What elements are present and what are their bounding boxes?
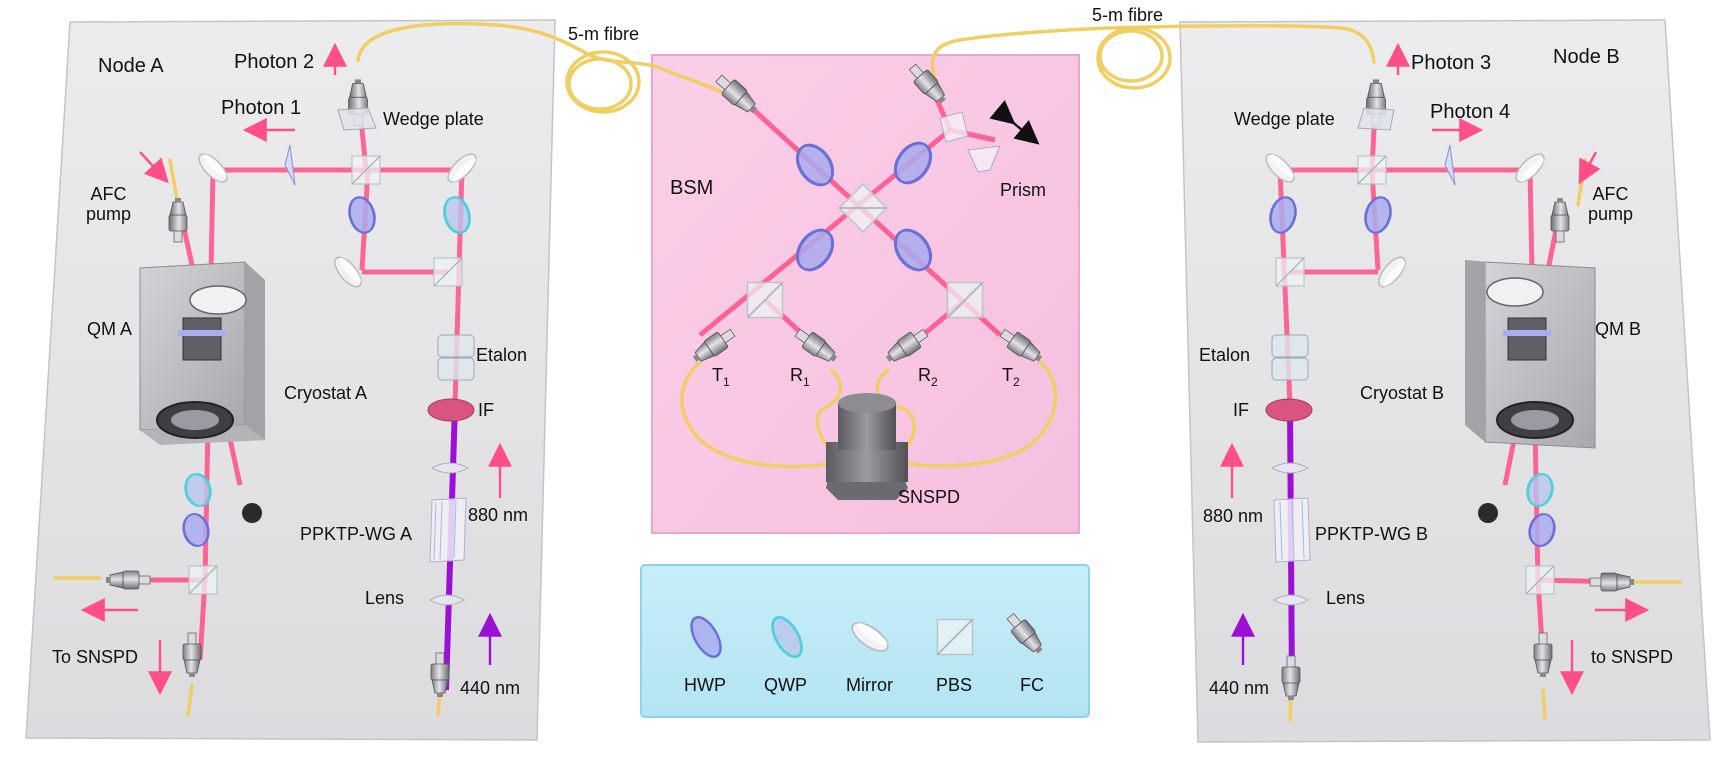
node-b-wedge-plate — [1357, 107, 1395, 131]
node-b-lens-1 — [1270, 462, 1310, 474]
node-b-if-filter — [1265, 398, 1313, 422]
bsm-title: BSM — [670, 177, 714, 199]
node-b-880nm-label: 880 nm — [1203, 506, 1264, 526]
node-a-wedge-plate — [337, 107, 377, 131]
r1-fibre — [815, 368, 843, 462]
node-a-lens-2 — [429, 594, 465, 606]
legend-label-qwp: QWP — [764, 675, 807, 695]
node-a-wedge-plate-label: Wedge plate — [383, 109, 484, 129]
snspd-cryostat — [826, 393, 908, 500]
node-a-if-filter — [427, 398, 475, 422]
node-a-qm-label: QM A — [87, 319, 133, 339]
snspd-label: SNSPD — [898, 487, 961, 507]
node-b-pbs-2 — [1275, 257, 1305, 287]
pbs-icon — [936, 618, 974, 656]
node-a-panel — [25, 19, 556, 741]
right-fibre-label: 5-m fibre — [1092, 5, 1164, 25]
node-b-wedge-plate-label: Wedge plate — [1234, 109, 1335, 129]
bsm-t1-label: T1 — [712, 365, 730, 389]
node-a-440nm-label: 440 nm — [460, 678, 521, 698]
node-b-title: Node B — [1553, 46, 1620, 68]
node-a-ppktp-label: PPKTP-WG A — [300, 524, 413, 544]
left-fibre — [356, 21, 747, 104]
node-a-wedge — [284, 144, 296, 186]
cryostat-a — [139, 261, 265, 445]
bsm-pbs-right — [946, 281, 984, 319]
node-a-to-snspd-label: To SNSPD — [52, 647, 139, 667]
node-a-pbs-1 — [351, 155, 381, 185]
cryostat-b — [1465, 260, 1596, 449]
bsm-r1-label: R1 — [790, 365, 810, 389]
qm-a-crystal — [182, 317, 222, 361]
node-b-440nm-label: 440 nm — [1209, 678, 1270, 698]
node-a-beam-dump — [242, 503, 262, 523]
node-b-photon-3-label: Photon 3 — [1411, 52, 1492, 74]
node-b-beam-dump — [1478, 503, 1498, 523]
node-a-ppktp — [429, 497, 467, 563]
node-b-pbs-3 — [1525, 565, 1555, 595]
node-a-photon-2-label: Photon 2 — [234, 51, 315, 73]
node-b-wedge — [1444, 144, 1456, 186]
r2-fibre — [875, 368, 916, 462]
bsm-prism-label: Prism — [1000, 180, 1046, 200]
bsm-t2-label: T2 — [1002, 365, 1020, 389]
legend-label-pbs: PBS — [936, 675, 973, 695]
node-b-arrows — [1220, 42, 1650, 696]
node-b-pbs-1 — [1357, 155, 1387, 185]
node-b-ppktp — [1273, 497, 1311, 563]
bsm-pbs-left — [746, 281, 784, 319]
fibres — [53, 21, 1682, 722]
legend-label-fc: FC — [1020, 675, 1044, 695]
node-a-if-label: IF — [478, 400, 494, 420]
node-b-if-label: IF — [1233, 400, 1249, 420]
node-b-afc-pump-label: AFC pump — [1588, 184, 1634, 225]
bsm-prism — [939, 111, 1001, 173]
node-b-photon-4-label: Photon 4 — [1430, 101, 1511, 123]
node-a-photon-1-label: Photon 1 — [221, 97, 302, 119]
node-a-pbs-2 — [433, 257, 463, 287]
node-a-arrows — [80, 42, 512, 696]
node-a-etalon — [437, 334, 475, 381]
left-fibre-loop — [565, 50, 641, 114]
node-a-etalon-label: Etalon — [476, 345, 528, 365]
node-b-to-snspd-label: to SNSPD — [1591, 647, 1674, 667]
qm-b-crystal — [1507, 317, 1547, 361]
node-a-880nm-label: 880 nm — [468, 505, 529, 525]
node-a-title: Node A — [98, 55, 164, 77]
legend-label-mirror: Mirror — [846, 675, 893, 695]
left-fibre-label: 5-m fibre — [568, 24, 640, 44]
node-b-cryostat-label: Cryostat B — [1360, 383, 1445, 403]
node-b-etalon — [1271, 334, 1309, 381]
prism-translation-arrow — [989, 100, 1040, 145]
node-a-afc-pump-label: AFC pump — [86, 184, 132, 225]
node-b-lens-2 — [1273, 594, 1309, 606]
node-b-lens-label: Lens — [1326, 588, 1366, 608]
node-a-cryostat-label: Cryostat A — [284, 383, 368, 403]
bsm-r2-label: R2 — [918, 365, 938, 389]
t2-fibre — [894, 360, 1058, 468]
t1-fibre — [680, 360, 842, 469]
right-fibre — [930, 23, 1376, 82]
node-a-lens-1 — [430, 462, 470, 474]
node-a-lens-label: Lens — [365, 588, 405, 608]
right-fibre-loop — [1096, 26, 1172, 90]
node-b-qm-label: QM B — [1595, 319, 1642, 339]
node-a-pbs-3 — [188, 565, 218, 595]
node-b-ppktp-label: PPKTP-WG B — [1315, 524, 1429, 544]
node-b-etalon-label: Etalon — [1199, 345, 1251, 365]
legend-label-hwp: HWP — [684, 675, 726, 695]
